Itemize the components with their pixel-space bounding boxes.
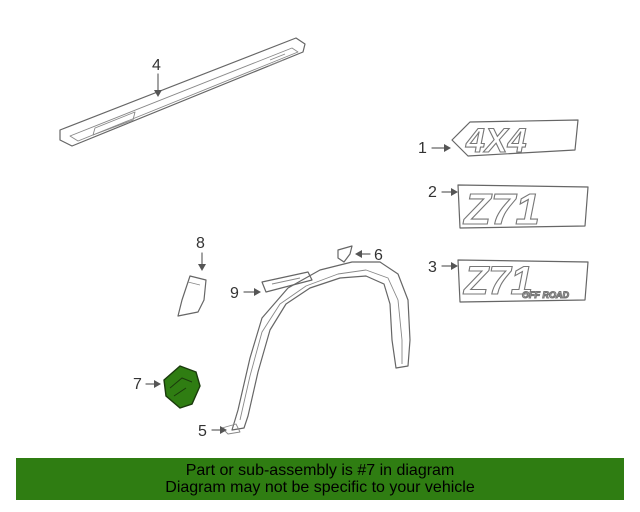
svg-text:Z71: Z71 [463, 259, 533, 303]
svg-text:7: 7 [133, 376, 142, 393]
callout-5: 5 [198, 423, 227, 440]
svg-text:5: 5 [198, 423, 207, 440]
svg-text:8: 8 [196, 235, 205, 252]
info-banner: Part or sub-assembly is #7 in diagram Di… [16, 458, 624, 500]
svg-text:4X4: 4X4 [465, 122, 527, 160]
part-9-tape[interactable] [261, 271, 313, 293]
svg-text:4: 4 [152, 57, 161, 74]
callout-7: 7 [133, 376, 161, 393]
svg-text:3: 3 [428, 259, 437, 276]
banner-line-disclaimer: Diagram may not be specific to your vehi… [165, 479, 475, 496]
part-7-highlighted[interactable] [163, 365, 201, 409]
svg-text:Z71: Z71 [462, 185, 540, 234]
svg-text:2: 2 [428, 184, 437, 201]
part-8-molding[interactable] [177, 275, 207, 317]
callout-3: 3 [428, 259, 458, 276]
part-2-z71-emblem[interactable]: Z71 [457, 184, 589, 235]
callout-4: 4 [152, 57, 162, 97]
banner-line-part-number: Part or sub-assembly is #7 in diagram [185, 462, 455, 479]
callout-1: 1 [418, 140, 451, 157]
svg-text:OFF ROAD: OFF ROAD [522, 290, 569, 300]
part-5-wheel-flare[interactable] [221, 261, 411, 435]
callout-8: 8 [196, 235, 206, 271]
part-6-clip[interactable] [337, 245, 353, 263]
svg-text:1: 1 [418, 140, 427, 157]
part-3-z71-offroad-emblem[interactable]: Z71 OFF ROAD [457, 258, 589, 304]
svg-text:6: 6 [374, 247, 383, 264]
callout-6: 6 [355, 247, 383, 264]
part-4-sill-plate[interactable] [59, 37, 306, 147]
callout-2: 2 [428, 184, 458, 201]
svg-text:9: 9 [230, 285, 239, 302]
part-1-4x4-emblem[interactable]: 4X4 [451, 119, 579, 161]
callout-9: 9 [230, 285, 261, 302]
